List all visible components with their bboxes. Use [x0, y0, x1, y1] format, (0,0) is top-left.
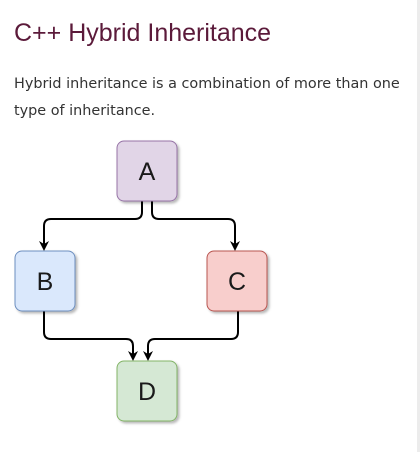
description-paragraph: Hybrid inheritance is a combination of m…: [14, 76, 400, 119]
nodes-layer: A B C D: [14, 140, 268, 422]
edge-a-to-c: [151, 201, 240, 251]
node-box-b: [14, 250, 76, 312]
edge-b-to-d: [43, 311, 138, 361]
edges-layer: [39, 201, 240, 361]
node-a: A: [116, 140, 178, 202]
node-box-c: [206, 250, 268, 312]
page-title: C++ Hybrid Inheritance: [14, 19, 272, 47]
node-label-d: D: [138, 378, 156, 406]
node-d: D: [116, 360, 178, 422]
node-label-b: B: [37, 268, 54, 296]
edge-c-to-d: [143, 311, 239, 361]
node-c: C: [206, 250, 268, 312]
edge-a-to-b: [39, 201, 143, 251]
node-box-a: [116, 140, 178, 202]
node-label-c: C: [228, 268, 246, 296]
content-right-border: [417, 0, 420, 452]
node-box-d: [116, 360, 178, 422]
node-b: B: [14, 250, 76, 312]
node-label-a: A: [139, 158, 156, 186]
